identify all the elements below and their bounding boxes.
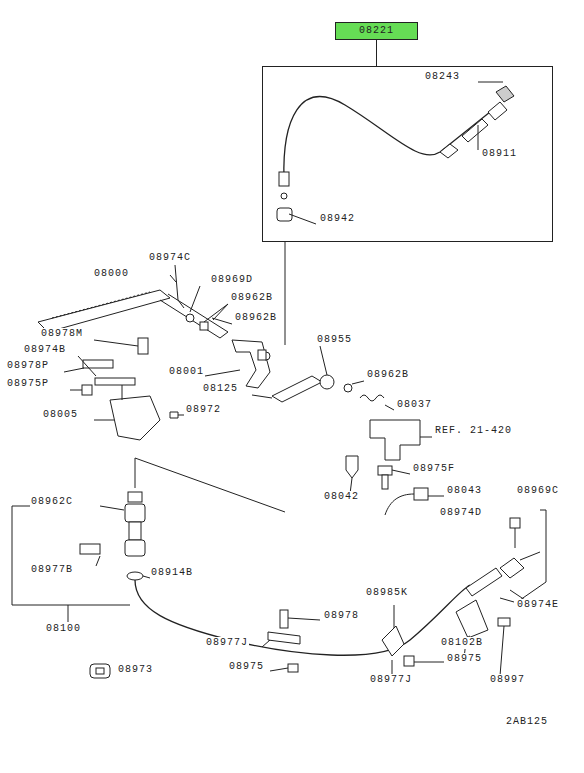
callout-number: 08974E bbox=[516, 599, 560, 611]
callout-number: 08102B bbox=[440, 637, 484, 649]
figure-code: 2AB125 bbox=[505, 716, 549, 728]
callout-number: 08972 bbox=[185, 404, 222, 416]
callout-number: 08975 bbox=[446, 653, 483, 665]
callout-number: 08914B bbox=[150, 567, 194, 579]
callout-number: 08962B bbox=[230, 292, 274, 304]
callout-number: 08001 bbox=[168, 366, 205, 378]
callout-number: 08037 bbox=[396, 399, 433, 411]
callout-number: 08000 bbox=[93, 268, 130, 280]
callout-number: 08942 bbox=[319, 213, 356, 225]
callout-number: 08043 bbox=[446, 485, 483, 497]
callout-number: 08978M bbox=[40, 328, 84, 340]
callout-number: 08975P bbox=[6, 378, 50, 390]
callout-number: 08005 bbox=[42, 409, 79, 421]
leader-line bbox=[376, 40, 377, 66]
callout-number: 08978P bbox=[6, 360, 50, 372]
callout-number: 08997 bbox=[489, 674, 526, 686]
part-number-box: 08221 bbox=[335, 22, 418, 40]
callout-number: 08974B bbox=[23, 344, 67, 356]
callout-number: 08977B bbox=[30, 564, 74, 576]
part-number: 08221 bbox=[358, 25, 395, 37]
callout-number: 08955 bbox=[316, 334, 353, 346]
callout-number: 08975F bbox=[412, 463, 456, 475]
callout-number: 08978 bbox=[323, 610, 360, 622]
callout-number: 08975 bbox=[228, 661, 265, 673]
callout-number: 08125 bbox=[202, 383, 239, 395]
callout-number: 08962B bbox=[234, 312, 278, 324]
callout-number: 08969C bbox=[516, 485, 560, 497]
callout-number: 08985K bbox=[365, 587, 409, 599]
callout-number: 08243 bbox=[424, 71, 461, 83]
callout-number: REF. 21-420 bbox=[434, 425, 513, 437]
callout-number: 08974D bbox=[439, 507, 483, 519]
callout-number: 08977J bbox=[205, 637, 249, 649]
callout-number: 08911 bbox=[481, 148, 518, 160]
callout-number: 08962C bbox=[30, 496, 74, 508]
callout-number: 08969D bbox=[210, 274, 254, 286]
callout-number: 08974C bbox=[148, 252, 192, 264]
callout-number: 08977J bbox=[369, 674, 413, 686]
callout-number: 08973 bbox=[117, 664, 154, 676]
callout-number: 08100 bbox=[45, 623, 82, 635]
assembly-box: 08243 08911 08942 bbox=[262, 66, 553, 242]
callout-number: 08962B bbox=[366, 369, 410, 381]
callout-number: 08042 bbox=[323, 491, 360, 503]
